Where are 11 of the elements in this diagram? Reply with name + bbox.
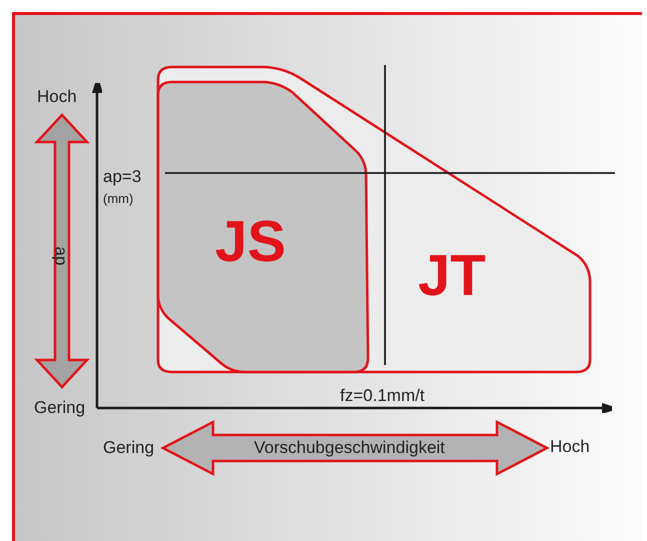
arrow-label: ap	[50, 246, 70, 266]
axis-end-label: Gering	[34, 398, 86, 418]
arrow-label: Vorschubgeschwindigkeit	[254, 438, 445, 458]
axis-end-label: Gering	[103, 438, 154, 458]
region-label: JT	[418, 247, 486, 305]
region-label: JS	[215, 213, 286, 271]
threshold-value: fz=0.1mm/t	[340, 386, 425, 406]
unit-label: (mm)	[103, 191, 134, 206]
axis-end-label: Hoch	[550, 437, 590, 457]
axis-end-label: Hoch	[37, 87, 77, 107]
threshold-value: ap=3	[103, 167, 142, 187]
